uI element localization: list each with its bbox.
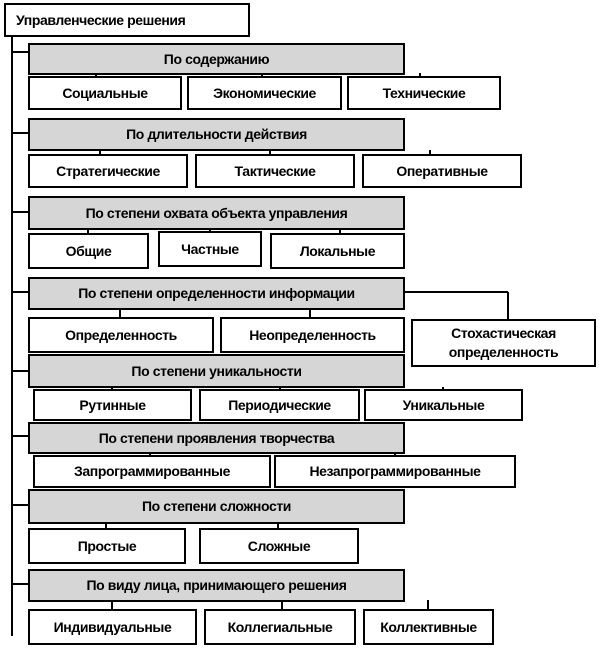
item-certainty: Определенность [28, 317, 214, 353]
item-unprogrammed: Незапрограммированные [274, 455, 516, 488]
item-strategic: Стратегические [28, 154, 188, 188]
category-complexity: По степени сложности [28, 489, 405, 524]
item-collegial: Коллегиальные [204, 609, 356, 645]
item-partial: Частные [158, 231, 262, 267]
item-technical: Технические [347, 76, 501, 110]
category-duration: По длительности действия [28, 118, 405, 151]
item-individual: Индивидуальные [28, 609, 197, 645]
category-uniqueness: По степени уникальности [28, 354, 405, 388]
category-certainty: По степени определенности информации [28, 277, 405, 310]
category-coverage: По степени охвата объекта управления [28, 196, 405, 230]
item-economic: Экономические [187, 76, 342, 110]
item-routine: Рутинные [33, 389, 192, 421]
item-operational: Оперативные [362, 154, 522, 188]
item-programmed: Запрограммированные [33, 455, 271, 488]
item-uncertainty: Неопределенность [220, 317, 405, 353]
item-unique: Уникальные [364, 389, 523, 421]
category-creativity: По степени проявления творчества [28, 422, 405, 454]
item-periodic: Периодические [199, 389, 360, 421]
item-collective: Коллективные [363, 609, 494, 645]
item-general: Общие [28, 233, 149, 269]
item-complex: Сложные [199, 528, 359, 564]
item-social: Социальные [28, 76, 182, 110]
item-stochastic: Стохастическая определенность [411, 319, 596, 367]
item-local: Локальные [270, 233, 405, 269]
category-decision-maker: По виду лица, принимающего решения [28, 569, 405, 602]
item-tactical: Тактические [195, 154, 355, 188]
item-simple: Простые [28, 528, 186, 564]
root-box: Управленческие решения [4, 3, 250, 37]
category-content: По содержанию [28, 43, 405, 75]
